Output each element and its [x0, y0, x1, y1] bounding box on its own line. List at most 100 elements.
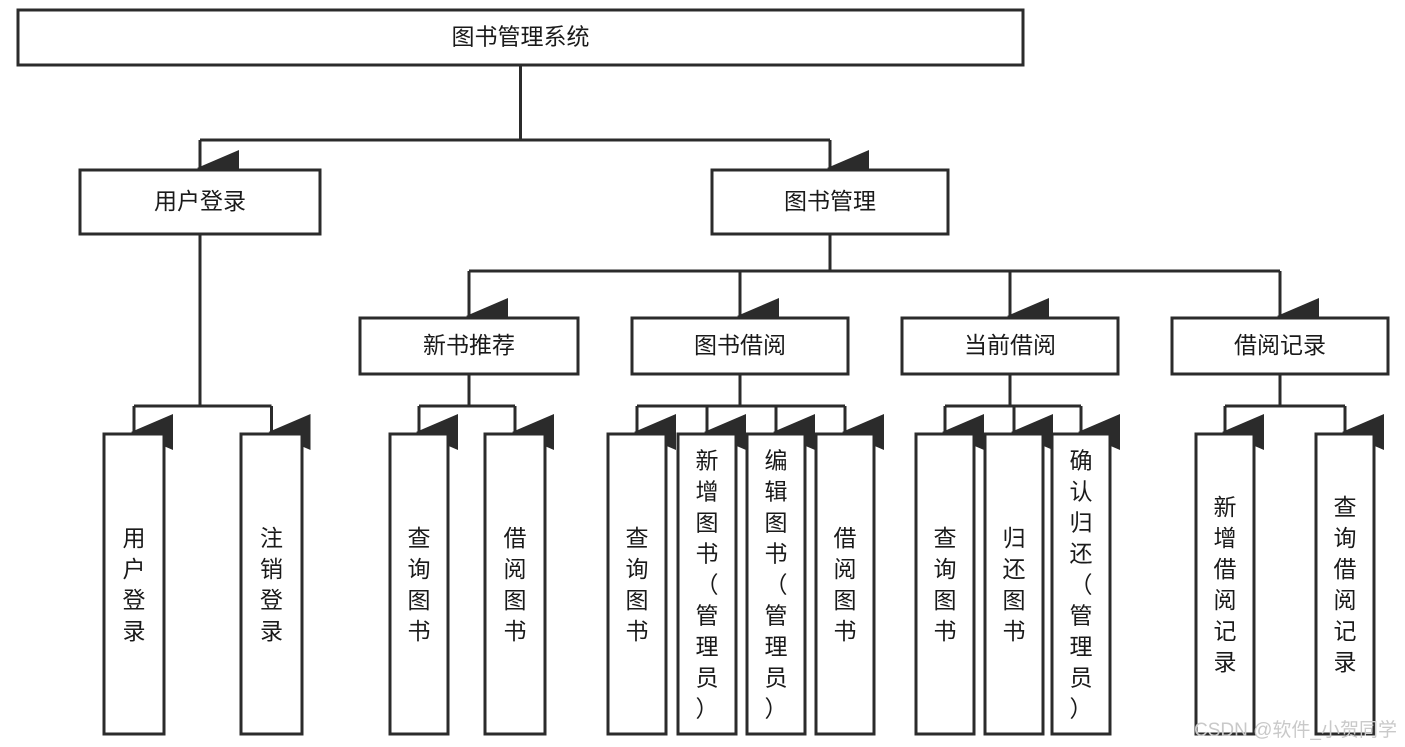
node-leaf-edit-book-label-char: （: [765, 572, 788, 598]
node-current-borrow[interactable]: 当前借阅: [900, 316, 1120, 376]
node-book-manage-label: 图书管理: [784, 188, 876, 214]
csdn-watermark: CSDN @软件_小贺同学: [1194, 719, 1397, 741]
node-leaf-user-login[interactable]: 用户登录: [102, 432, 166, 736]
node-leaf-query-record-label-char: 录: [1334, 649, 1357, 675]
node-current-borrow-box: [900, 316, 1120, 376]
node-leaf-add-book-label-char: ）: [696, 696, 719, 722]
node-new-book-rec-label: 新书推荐: [423, 332, 515, 358]
node-leaf-confirm-return-label-char: 确: [1070, 448, 1093, 474]
node-leaf-confirm-return-label-char: 管: [1070, 603, 1093, 629]
node-user-login-label: 用户登录: [154, 188, 246, 214]
node-leaf-user-login-label-char: 户: [123, 556, 146, 582]
node-leaf-edit-book-label-char: 员: [765, 665, 788, 691]
node-root-system-box: [16, 8, 1025, 67]
node-leaf-add-book-label-char: 员: [696, 665, 719, 691]
node-user-login[interactable]: 用户登录: [78, 168, 322, 236]
node-leaf-add-record-label-char: 记: [1214, 618, 1237, 644]
node-root-system-label: 图书管理系统: [452, 24, 590, 50]
node-leaf-borrow-book-rec-label-char: 图: [504, 587, 527, 613]
node-leaf-borrow-book-rec-label-char: 借: [504, 525, 527, 551]
node-leaf-query-book-rec-label-char: 图: [408, 587, 431, 613]
node-leaf-query-record-label-char: 询: [1334, 525, 1357, 551]
node-leaf-user-login-label-char: 用: [123, 525, 146, 551]
node-leaf-borrow-book-rec-label-char: 书: [504, 618, 527, 644]
node-leaf-user-login-label-char: 登: [123, 587, 146, 613]
node-borrow-record-label: 借阅记录: [1234, 332, 1326, 358]
node-leaf-logout-label-char: 录: [260, 618, 283, 644]
node-leaf-add-book-label-char: 图: [696, 510, 719, 536]
node-leaf-query-book-rec-label-char: 查: [408, 525, 431, 551]
node-leaf-query-book-cb-label-char: 书: [934, 618, 957, 644]
node-leaf-query-book-bb-box: [606, 432, 668, 736]
node-layer: 图书管理系统用户登录图书管理新书推荐图书借阅当前借阅借阅记录用户登录注销登录查询…: [16, 8, 1390, 736]
node-leaf-return-book-box: [983, 432, 1045, 736]
node-leaf-edit-book-label-char: 管: [765, 603, 788, 629]
node-leaf-add-record-box: [1194, 432, 1256, 736]
node-book-borrow-box: [630, 316, 850, 376]
node-leaf-query-record-label-char: 查: [1334, 494, 1357, 520]
node-leaf-confirm-return-label-char: 归: [1070, 510, 1093, 536]
node-leaf-add-record-label-char: 新: [1214, 494, 1237, 520]
node-leaf-confirm-return-label-char: ）: [1070, 696, 1093, 722]
node-leaf-borrow-book-bb-label-char: 阅: [834, 556, 857, 582]
node-leaf-add-record-label-char: 录: [1214, 649, 1237, 675]
node-leaf-query-book-rec-box: [388, 432, 450, 736]
node-leaf-logout-box: [239, 432, 304, 736]
node-leaf-borrow-book-bb-label-char: 书: [834, 618, 857, 644]
node-leaf-add-record-label-char: 阅: [1214, 587, 1237, 613]
node-leaf-logout-label-char: 登: [260, 587, 283, 613]
node-leaf-return-book-label-char: 归: [1003, 525, 1026, 551]
node-leaf-add-book-label-char: （: [696, 572, 719, 598]
node-leaf-query-book-cb-label-char: 询: [934, 556, 957, 582]
node-leaf-query-book-bb-label-char: 查: [626, 525, 649, 551]
node-borrow-record-box: [1170, 316, 1390, 376]
node-leaf-confirm-return-label-char: 还: [1070, 541, 1093, 567]
node-leaf-return-book-label-char: 书: [1003, 618, 1026, 644]
node-leaf-borrow-book-bb-box: [814, 432, 876, 736]
node-leaf-query-book-rec-label-char: 询: [408, 556, 431, 582]
node-leaf-edit-book-label-char: 编: [765, 448, 788, 474]
node-leaf-edit-book-label-char: 辑: [765, 479, 788, 505]
node-leaf-query-record-label-char: 记: [1334, 618, 1357, 644]
node-leaf-confirm-return-box: [1050, 432, 1112, 736]
node-leaf-add-record-label-char: 借: [1214, 556, 1237, 582]
node-leaf-query-book-rec-label-char: 书: [408, 618, 431, 644]
node-leaf-user-login-label-char: 录: [123, 618, 146, 644]
node-book-borrow-label: 图书借阅: [694, 332, 786, 358]
node-leaf-query-record-label-char: 借: [1334, 556, 1357, 582]
node-borrow-record[interactable]: 借阅记录: [1170, 316, 1390, 376]
node-new-book-rec[interactable]: 新书推荐: [358, 316, 580, 376]
node-leaf-query-record-label-char: 阅: [1334, 587, 1357, 613]
node-book-borrow[interactable]: 图书借阅: [630, 316, 850, 376]
node-leaf-add-book-label-char: 新: [696, 448, 719, 474]
node-leaf-confirm-return-label-char: 认: [1070, 479, 1093, 505]
node-leaf-query-book-cb-label-char: 查: [934, 525, 957, 551]
node-leaf-query-record-box: [1314, 432, 1376, 736]
node-book-manage[interactable]: 图书管理: [710, 168, 950, 236]
node-leaf-confirm-return-label-char: 员: [1070, 665, 1093, 691]
node-leaf-edit-book-label-char: 理: [765, 634, 788, 660]
node-leaf-borrow-book-rec-box: [483, 432, 547, 736]
node-leaf-borrow-book-bb-label-char: 借: [834, 525, 857, 551]
node-leaf-add-book-label-char: 管: [696, 603, 719, 629]
node-leaf-query-book-bb-label-char: 书: [626, 618, 649, 644]
node-leaf-add-record-label-char: 增: [1214, 525, 1237, 551]
node-leaf-add-book-label-char: 书: [696, 541, 719, 567]
node-root-system[interactable]: 图书管理系统: [16, 8, 1025, 67]
edge-layer: [131, 65, 1384, 450]
node-leaf-confirm-return-label-char: （: [1070, 572, 1093, 598]
node-leaf-add-book-label-char: 增: [696, 479, 719, 505]
